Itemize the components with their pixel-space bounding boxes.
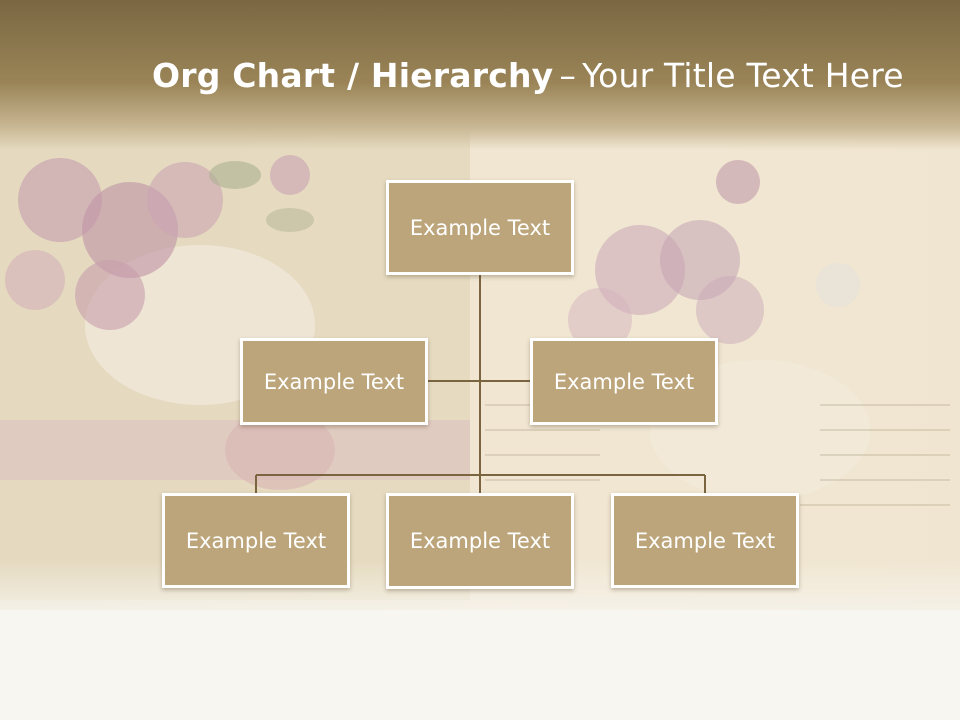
org-node-label: Example Text [409, 215, 551, 240]
org-node-assistant-right[interactable]: Example Text [530, 338, 718, 425]
title-separator: – [559, 56, 577, 95]
org-node-child-3[interactable]: Example Text [611, 493, 799, 588]
title-band [0, 0, 960, 150]
org-node-label: Example Text [185, 528, 327, 553]
org-node-label: Example Text [634, 528, 776, 553]
slide-title: Org Chart / Hierarchy–Your Title Text He… [152, 54, 904, 98]
org-node-label: Example Text [409, 529, 551, 553]
org-node-label: Example Text [263, 369, 405, 394]
org-node-root[interactable]: Example Text [386, 180, 574, 275]
org-node-assistant-left[interactable]: Example Text [240, 338, 428, 425]
org-node-child-2[interactable]: Example Text [386, 493, 574, 589]
org-node-label: Example Text [553, 369, 695, 394]
title-regular-part: Your Title Text Here [582, 56, 904, 95]
title-bold-part: Org Chart / Hierarchy [152, 56, 554, 95]
org-node-child-1[interactable]: Example Text [162, 493, 350, 588]
